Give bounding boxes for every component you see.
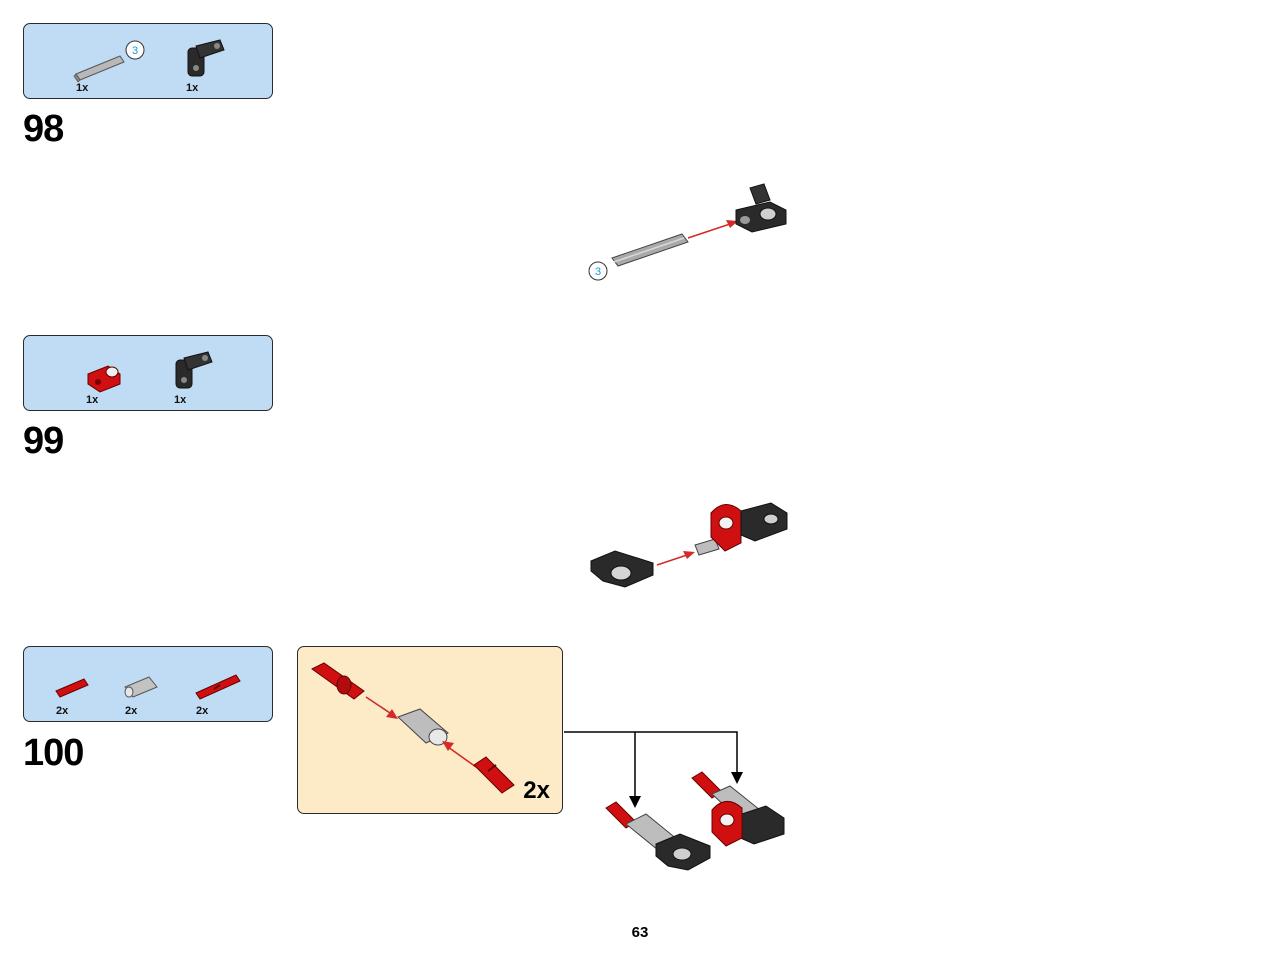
part-qty: 2x [56,705,69,717]
part-gray-axle-3: 3 1x [72,30,145,96]
part-gray-bush: 2x [121,653,191,719]
svg-text:3: 3 [595,266,601,278]
parts-list-step-98: 3 1x 1x [23,23,273,99]
black-axle-connector-icon [187,39,225,77]
svg-text:3: 3 [132,45,138,57]
red-axle-pin-illustration [311,662,365,700]
black-axle-connector-icon [175,351,213,389]
part-black-axle-connector: 1x [182,30,252,96]
step-number: 99 [23,420,64,462]
black-connector-illustration [590,550,654,588]
part-qty: 1x [76,82,89,94]
step-number: 100 [23,732,84,774]
part-qty: 1x [86,394,99,406]
length-badge: 3 [125,40,145,60]
gray-bush-illustration [397,708,449,746]
black-connector-illustration [740,502,788,542]
parts-list-step-99: 1x 1x [23,335,273,411]
subassembly-multiplier: 2x [523,777,550,804]
red-connector-illustration [711,801,743,847]
red-axle-pin-illustration [605,771,723,829]
part-red-connector: 1x [82,342,152,408]
part-qty: 1x [174,394,187,406]
step-number: 98 [23,108,64,150]
part-qty: 1x [186,82,199,94]
length-badge: 3 [588,261,608,281]
red-axle-pin-long-icon [195,674,241,700]
red-insertion-arrow [365,696,398,719]
black-connector-illustration [735,183,787,233]
part-qty: 2x [125,705,138,717]
red-axle-pin-icon [55,678,89,698]
black-connector-illustration [655,805,785,871]
gray-bush-illustration [694,538,720,556]
gray-bush-icon [124,676,158,698]
subassembly-box: 2x [297,646,563,814]
callout-arrows [564,731,743,808]
red-connector-icon [87,365,121,393]
gray-axle-illustration [611,233,689,267]
part-red-axle-pin-long: 2x [192,653,262,719]
part-red-axle-pin: 2x [52,653,122,719]
assembly-illustration-step-99 [590,502,788,588]
red-insertion-arrow [656,551,695,566]
red-axle-pin-long-illustration [473,756,515,794]
gray-axle-3-icon [73,55,125,83]
red-insertion-arrow [687,220,738,239]
part-qty: 2x [196,705,209,717]
parts-list-step-100: 2x 2x 2x [23,646,273,722]
red-insertion-arrow [442,741,477,768]
assembly-illustration-step-100 [564,731,785,871]
assembly-illustration-step-98: 3 [588,183,787,281]
page-number: 63 [631,924,649,941]
subassembly-illustration [311,662,515,794]
red-connector-illustration [710,504,742,552]
part-black-axle-connector: 1x [170,342,240,408]
